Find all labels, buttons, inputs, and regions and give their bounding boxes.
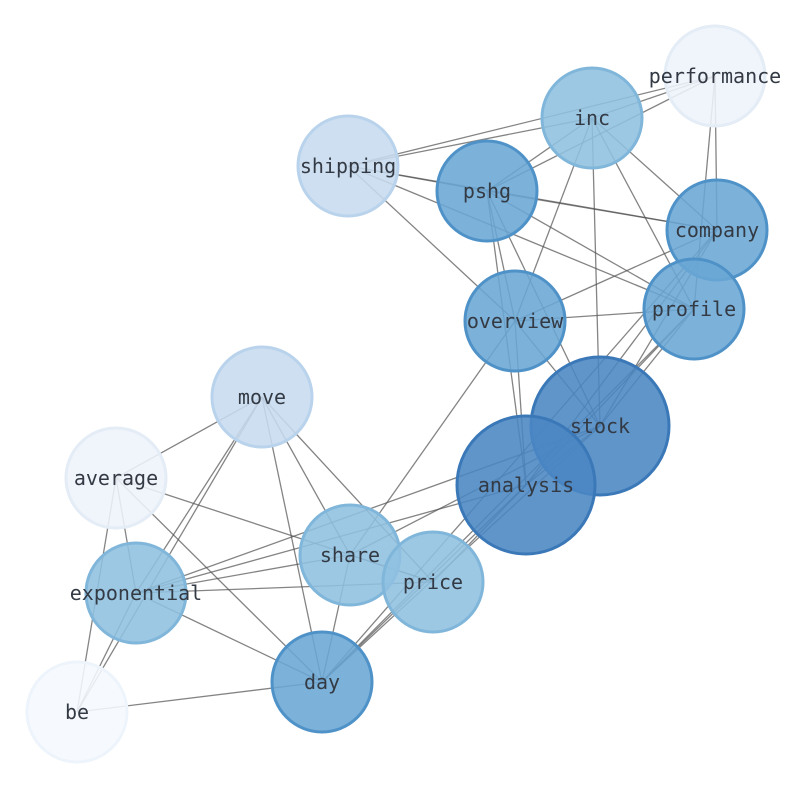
node-circle-be xyxy=(25,660,129,764)
nodes-layer: performance inc shipping pshg company profile… xyxy=(25,24,781,764)
node-label-performance: performance xyxy=(649,64,781,88)
node-be: be xyxy=(25,660,129,764)
node-label-company: company xyxy=(675,218,759,242)
edge-shipping-profile xyxy=(347,165,695,310)
node-label-inc: inc xyxy=(574,106,610,130)
node-circle-exponential xyxy=(84,541,188,645)
node-circle-shipping xyxy=(296,114,400,218)
node-label-analysis: analysis xyxy=(478,473,574,497)
node-move: move xyxy=(210,345,314,449)
node-circle-move xyxy=(210,345,314,449)
node-analysis: analysis xyxy=(455,414,597,556)
node-label-shipping: shipping xyxy=(300,154,396,178)
node-exponential: exponential xyxy=(70,541,202,645)
node-label-overview: overview xyxy=(467,309,564,333)
node-overview: overview xyxy=(463,269,567,373)
node-shipping: shipping xyxy=(296,114,400,218)
node-label-pshg: pshg xyxy=(463,179,511,203)
node-company: company xyxy=(665,178,769,282)
node-label-profile: profile xyxy=(652,297,736,321)
node-circle-pshg xyxy=(435,139,539,243)
node-label-move: move xyxy=(238,385,286,409)
node-label-day: day xyxy=(304,670,340,694)
node-label-exponential: exponential xyxy=(70,581,202,605)
node-circle-analysis xyxy=(455,414,597,556)
node-profile: profile xyxy=(642,257,746,361)
node-day: day xyxy=(270,630,374,734)
node-price: price xyxy=(381,530,485,634)
node-average: average xyxy=(64,426,168,530)
node-label-share: share xyxy=(320,543,380,567)
node-circle-average xyxy=(64,426,168,530)
node-label-price: price xyxy=(403,570,463,594)
node-label-stock: stock xyxy=(570,414,630,438)
node-circle-inc xyxy=(540,66,644,170)
node-label-be: be xyxy=(65,700,89,724)
node-performance: performance xyxy=(649,24,781,128)
edge-performance-shipping xyxy=(347,75,716,167)
node-inc: inc xyxy=(540,66,644,170)
node-pshg: pshg xyxy=(435,139,539,243)
node-circle-overview xyxy=(463,269,567,373)
node-circle-day xyxy=(270,630,374,734)
node-circle-performance xyxy=(663,24,767,128)
node-label-average: average xyxy=(74,466,158,490)
node-circle-price xyxy=(381,530,485,634)
node-circle-profile xyxy=(642,257,746,361)
